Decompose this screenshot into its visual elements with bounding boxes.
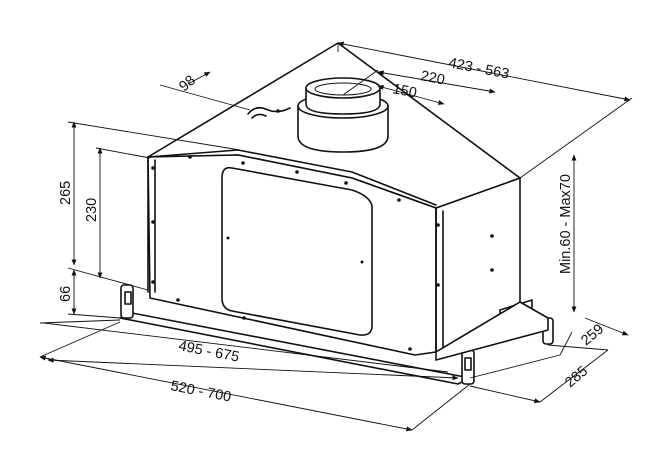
label-duct-diameter: 150 (391, 81, 418, 101)
label-height-range: Min.60 - Max70 (558, 174, 574, 274)
label-duct-setback: 98 (176, 72, 199, 95)
label-bracket-height: 66 (58, 286, 74, 302)
label-outer-width: 520 - 700 (169, 378, 232, 405)
label-depth-outer: 285 (562, 363, 591, 391)
label-top-width: 423 - 563 (447, 55, 510, 82)
hood-rear-base (435, 301, 549, 361)
hood-front-flange (147, 149, 437, 293)
label-duct-offset: 220 (419, 68, 446, 88)
dimension-lines (39, 41, 633, 432)
hood-filter-panel (221, 166, 373, 336)
label-total-height: 265 (58, 181, 74, 205)
cable-clip (247, 106, 291, 119)
right-mounting-bracket (461, 349, 475, 385)
label-body-height: 230 (84, 198, 100, 222)
hood-flange-right (435, 207, 444, 353)
left-mounting-bracket (120, 284, 134, 319)
label-inner-width: 495 - 675 (177, 338, 240, 365)
duct-collar (297, 77, 389, 153)
